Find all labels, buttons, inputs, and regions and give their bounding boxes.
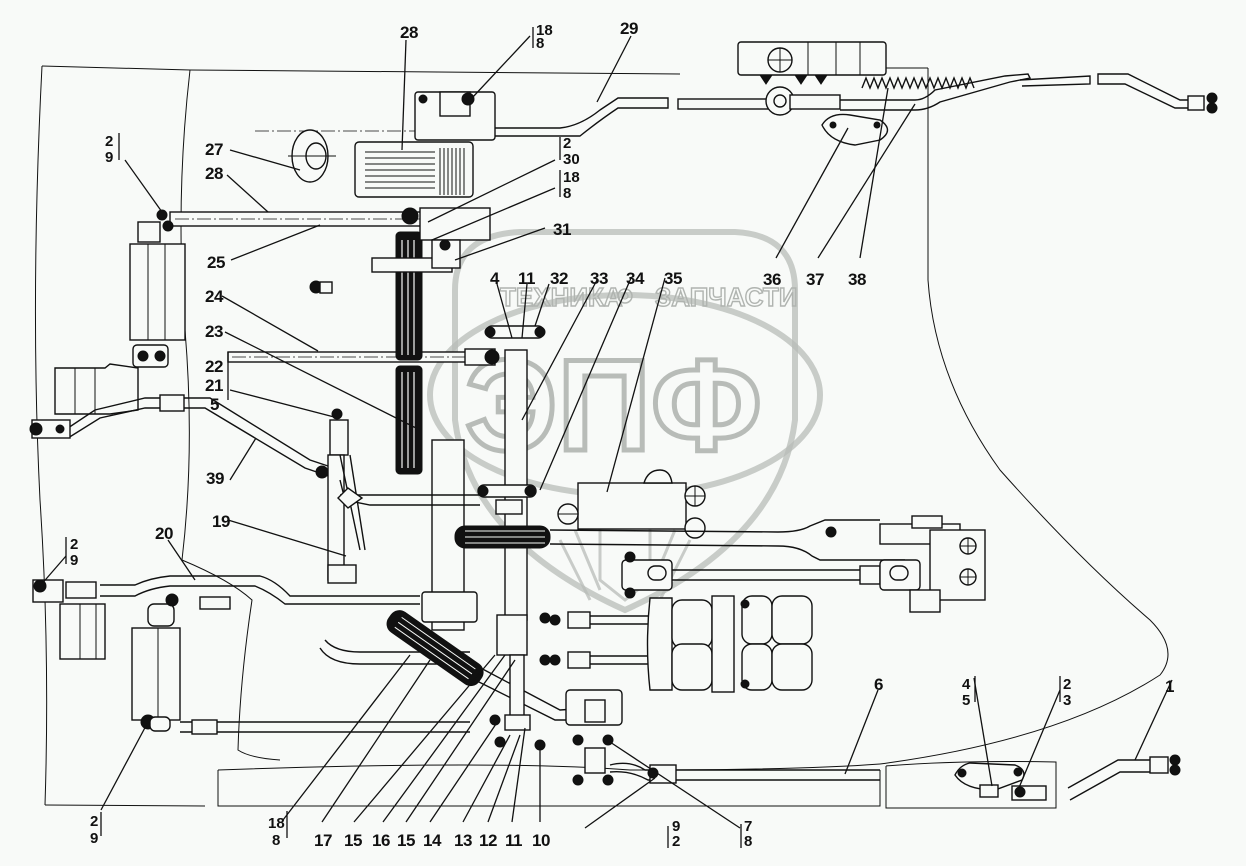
- callout-18-8-top-num: 18: [536, 22, 553, 39]
- callout-11-top: 11: [518, 269, 535, 288]
- center-column: [309, 207, 706, 631]
- callout-2-30-den: 30: [563, 151, 580, 168]
- callout-21: 21: [205, 376, 223, 395]
- callout-9-2-den: 2: [672, 833, 680, 850]
- callout-18-8-mid-den: 8: [563, 185, 571, 202]
- spring-38: [861, 76, 975, 90]
- callout-19: 19: [212, 512, 230, 531]
- callout-15-b: 15: [397, 831, 415, 850]
- watermark: ЭПФ ТЕХНИКА ЗАПЧАСТИ: [427, 229, 823, 614]
- watermark-text-right: ЗАПЧАСТИ: [655, 282, 798, 312]
- callout-18-8-bottom-den: 8: [272, 832, 280, 849]
- callout-2-9-bottom-den: 9: [90, 830, 98, 847]
- callout-1: 1: [1165, 677, 1174, 696]
- left-bracket-22: [132, 344, 169, 368]
- callout-23: 23: [205, 322, 223, 341]
- watermark-text-left: ТЕХНИКА: [500, 282, 623, 312]
- callout-22: 22: [205, 357, 223, 376]
- callout-34: 34: [626, 269, 645, 288]
- callout-6: 6: [874, 675, 883, 694]
- upper-linkage: [255, 41, 1218, 198]
- callout-2-3-num: 2: [1063, 676, 1071, 693]
- callout-32: 32: [550, 269, 568, 288]
- bracket-lower-left: [147, 593, 231, 627]
- fitting-lower-left-29: [140, 714, 171, 732]
- callout-13: 13: [454, 831, 472, 850]
- callout-2-9-top-den: 9: [105, 149, 113, 166]
- callout-24: 24: [205, 287, 224, 306]
- callout-14: 14: [423, 831, 442, 850]
- callout-31: 31: [553, 220, 571, 239]
- fitting-24-right: [464, 348, 500, 366]
- callout-2-30-num: 2: [563, 135, 571, 152]
- fork-right: [859, 559, 921, 591]
- callout-36: 36: [763, 270, 781, 289]
- callout-35: 35: [664, 269, 682, 288]
- callout-37: 37: [806, 270, 824, 289]
- callout-17: 17: [314, 831, 332, 850]
- callout-labels: 28 18 8 29 2 9 27 28 2 30 18 8 31 25 36 …: [70, 19, 1175, 850]
- fork-left: [621, 551, 673, 599]
- leader-lines: [39, 27, 1173, 848]
- callout-2-9-bottom-num: 2: [90, 813, 98, 830]
- callout-12: 12: [479, 831, 497, 850]
- bolt-isolated: [309, 280, 333, 294]
- end-fitting-right-top: [1187, 92, 1218, 114]
- callout-18-8-mid-num: 18: [563, 169, 580, 186]
- callout-20: 20: [155, 524, 173, 543]
- nut-cluster: [539, 611, 591, 669]
- left-end-fitting-5: [29, 419, 71, 439]
- callout-2-9-mid-den: 9: [70, 552, 78, 569]
- callout-28-left: 28: [205, 164, 223, 183]
- callout-4-5-num: 4: [962, 676, 971, 693]
- clamp-27: [288, 129, 336, 183]
- callout-39: 39: [206, 469, 224, 488]
- pedal-group: [646, 595, 813, 693]
- callout-10: 10: [532, 831, 550, 850]
- callout-18-8-top-den: 8: [536, 35, 544, 52]
- callout-5: 5: [210, 395, 219, 414]
- right-rods: [454, 515, 986, 613]
- callout-2-9-top-num: 2: [105, 133, 113, 150]
- floor-outline: [34, 65, 1169, 809]
- callout-25: 25: [207, 253, 225, 272]
- callout-38: 38: [848, 270, 866, 289]
- callout-33: 33: [590, 269, 608, 288]
- callout-2-3-den: 3: [1063, 692, 1071, 709]
- callout-15-a: 15: [344, 831, 362, 850]
- callout-27: 27: [205, 140, 223, 159]
- callout-4-top: 4: [490, 269, 500, 288]
- left-fitting-25: [137, 209, 174, 243]
- callout-11-bottom: 11: [505, 831, 522, 850]
- callout-9-2-num: 9: [672, 818, 680, 835]
- callout-7-8-den: 8: [744, 833, 752, 850]
- callout-28-top: 28: [400, 23, 418, 42]
- callout-16: 16: [372, 831, 390, 850]
- callout-7-8-num: 7: [744, 818, 752, 835]
- callout-29: 29: [620, 19, 638, 38]
- left-lower-rods: [32, 575, 470, 735]
- left-upper-rods: [29, 209, 500, 481]
- callout-2-9-mid-num: 2: [70, 536, 78, 553]
- lower-center: [386, 610, 1181, 801]
- callout-18-8-bottom-num: 18: [268, 815, 285, 832]
- callout-4-5-den: 5: [962, 692, 970, 709]
